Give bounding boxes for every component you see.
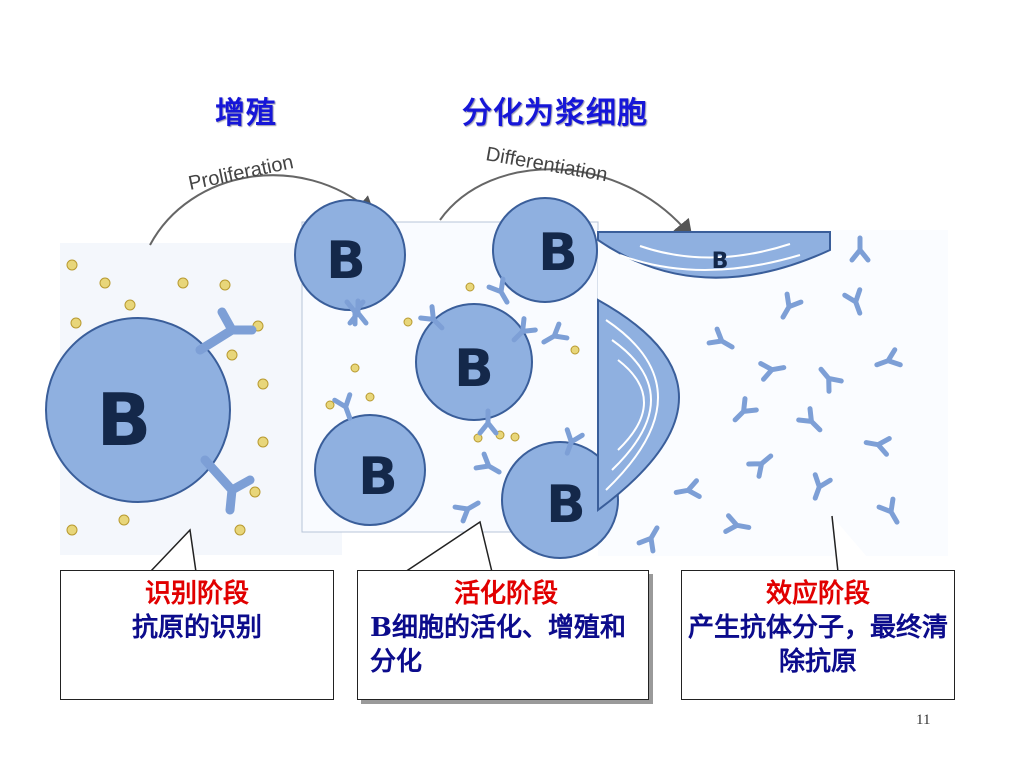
plasma-cell-side	[597, 298, 680, 512]
proliferation-title: 增殖	[215, 96, 277, 131]
recognition-stage-callout: 识别阶段 抗原的识别	[60, 570, 334, 700]
differentiation-arrow-label: Differentiation	[484, 143, 609, 186]
b-cell-letter: B	[97, 378, 152, 462]
effector-stage-callout: 效应阶段 产生抗体分子，最终清除抗原	[681, 570, 955, 700]
b-cell-letter: B	[358, 447, 398, 507]
callout-pointer-1	[149, 528, 197, 573]
proliferation-arrow-label: Proliferation	[186, 151, 295, 195]
callout-head: 活化阶段	[453, 579, 558, 609]
b-cell-large: B	[45, 307, 257, 515]
b-cell-letter: B	[326, 231, 366, 291]
b-cell-letter: B	[712, 249, 729, 274]
page-number: 11	[916, 712, 931, 728]
b-cell-activation-top: B	[294, 199, 406, 323]
callout-pointer-2	[404, 520, 493, 573]
callout-body: 产生抗体分子，最终清除抗原	[688, 613, 949, 677]
b-cell-activation-top-right: B	[492, 197, 598, 303]
callout-head: 识别阶段	[144, 579, 249, 609]
b-cell-activation-bottom-right: B	[455, 441, 619, 559]
differentiation-title: 分化为浆细胞	[462, 96, 648, 131]
callout-body: B细胞的活化、增殖和分化	[370, 613, 626, 677]
antigen-dots	[66, 259, 580, 536]
b-cell-letter: B	[546, 475, 586, 535]
b-cell-letter: B	[454, 339, 494, 399]
b-cell-activation-center: B	[415, 303, 535, 433]
plasma-cell-top: B	[597, 231, 831, 279]
b-cell-activation-bottom-left: B	[314, 395, 426, 526]
activation-stage-callout: 活化阶段 B细胞的活化、增殖和分化	[357, 570, 649, 700]
b-cell-letter: B	[538, 223, 578, 283]
callout-head: 效应阶段	[765, 579, 870, 609]
callout-body: 抗原的识别	[131, 613, 262, 643]
